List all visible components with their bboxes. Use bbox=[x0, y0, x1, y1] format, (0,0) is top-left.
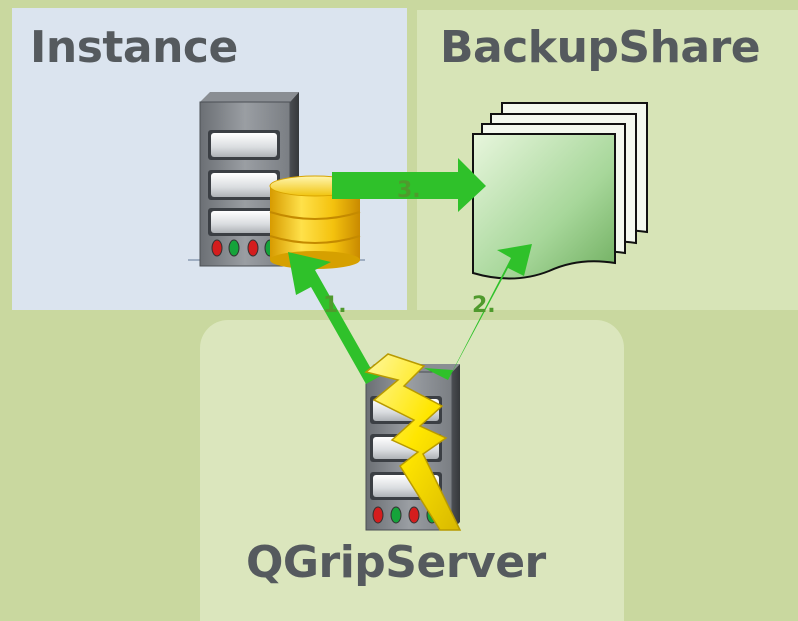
instance-title: Instance bbox=[30, 22, 238, 73]
backup-files-icon bbox=[472, 102, 648, 280]
lightning-bolt-icon bbox=[364, 353, 462, 531]
arrow-step-3 bbox=[332, 158, 486, 212]
arrow-step-1 bbox=[288, 252, 395, 384]
qgrip-server-title: QGripServer bbox=[246, 537, 546, 588]
step-2-label: 2. bbox=[472, 293, 496, 318]
arrow-step-2 bbox=[424, 244, 532, 380]
database-icon bbox=[269, 175, 361, 269]
step-1-label: 1. bbox=[323, 293, 347, 318]
backup-share-title: BackupShare bbox=[440, 22, 761, 73]
step-3-label: 3. bbox=[397, 178, 421, 203]
